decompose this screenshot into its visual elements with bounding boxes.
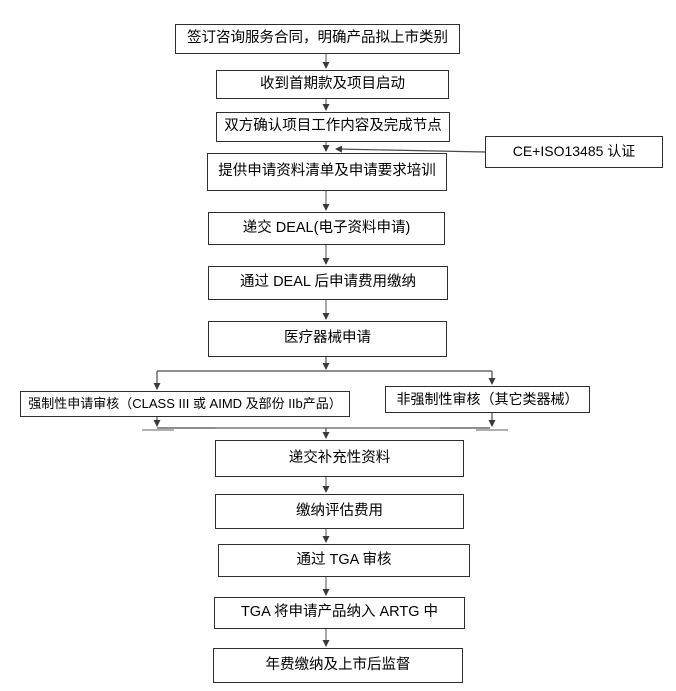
node-sign-contract: 签订咨询服务合同，明确产品拟上市类别 xyxy=(175,24,460,54)
node-mandatory-review: 强制性申请审核（CLASS III 或 AIMD 及部份 IIb产品） xyxy=(20,391,350,417)
ce-cert-connector-arrow xyxy=(335,145,486,153)
node-annual-fee: 年费缴纳及上市后监督 xyxy=(213,648,463,683)
node-first-payment: 收到首期款及项目启动 xyxy=(216,70,449,99)
node-artg-inclusion: TGA 将申请产品纳入 ARTG 中 xyxy=(214,597,465,629)
node-supplementary-materials: 递交补充性资料 xyxy=(215,440,464,477)
node-non-mandatory-review: 非强制性审核（其它类器械） xyxy=(385,386,590,413)
node-ce-iso-cert: CE+ISO13485 认证 xyxy=(485,136,663,168)
node-deal-fee: 通过 DEAL 后申请费用缴纳 xyxy=(208,266,448,300)
node-tga-review: 通过 TGA 审核 xyxy=(218,544,470,577)
node-confirm-scope: 双方确认项目工作内容及完成节点 xyxy=(216,112,450,142)
node-assessment-fee: 缴纳评估费用 xyxy=(215,494,464,529)
node-device-application: 医疗器械申请 xyxy=(208,321,447,357)
node-provide-checklist: 提供申请资料清单及申请要求培训 xyxy=(207,153,447,191)
node-submit-deal: 递交 DEAL(电子资料申请) xyxy=(208,212,445,245)
